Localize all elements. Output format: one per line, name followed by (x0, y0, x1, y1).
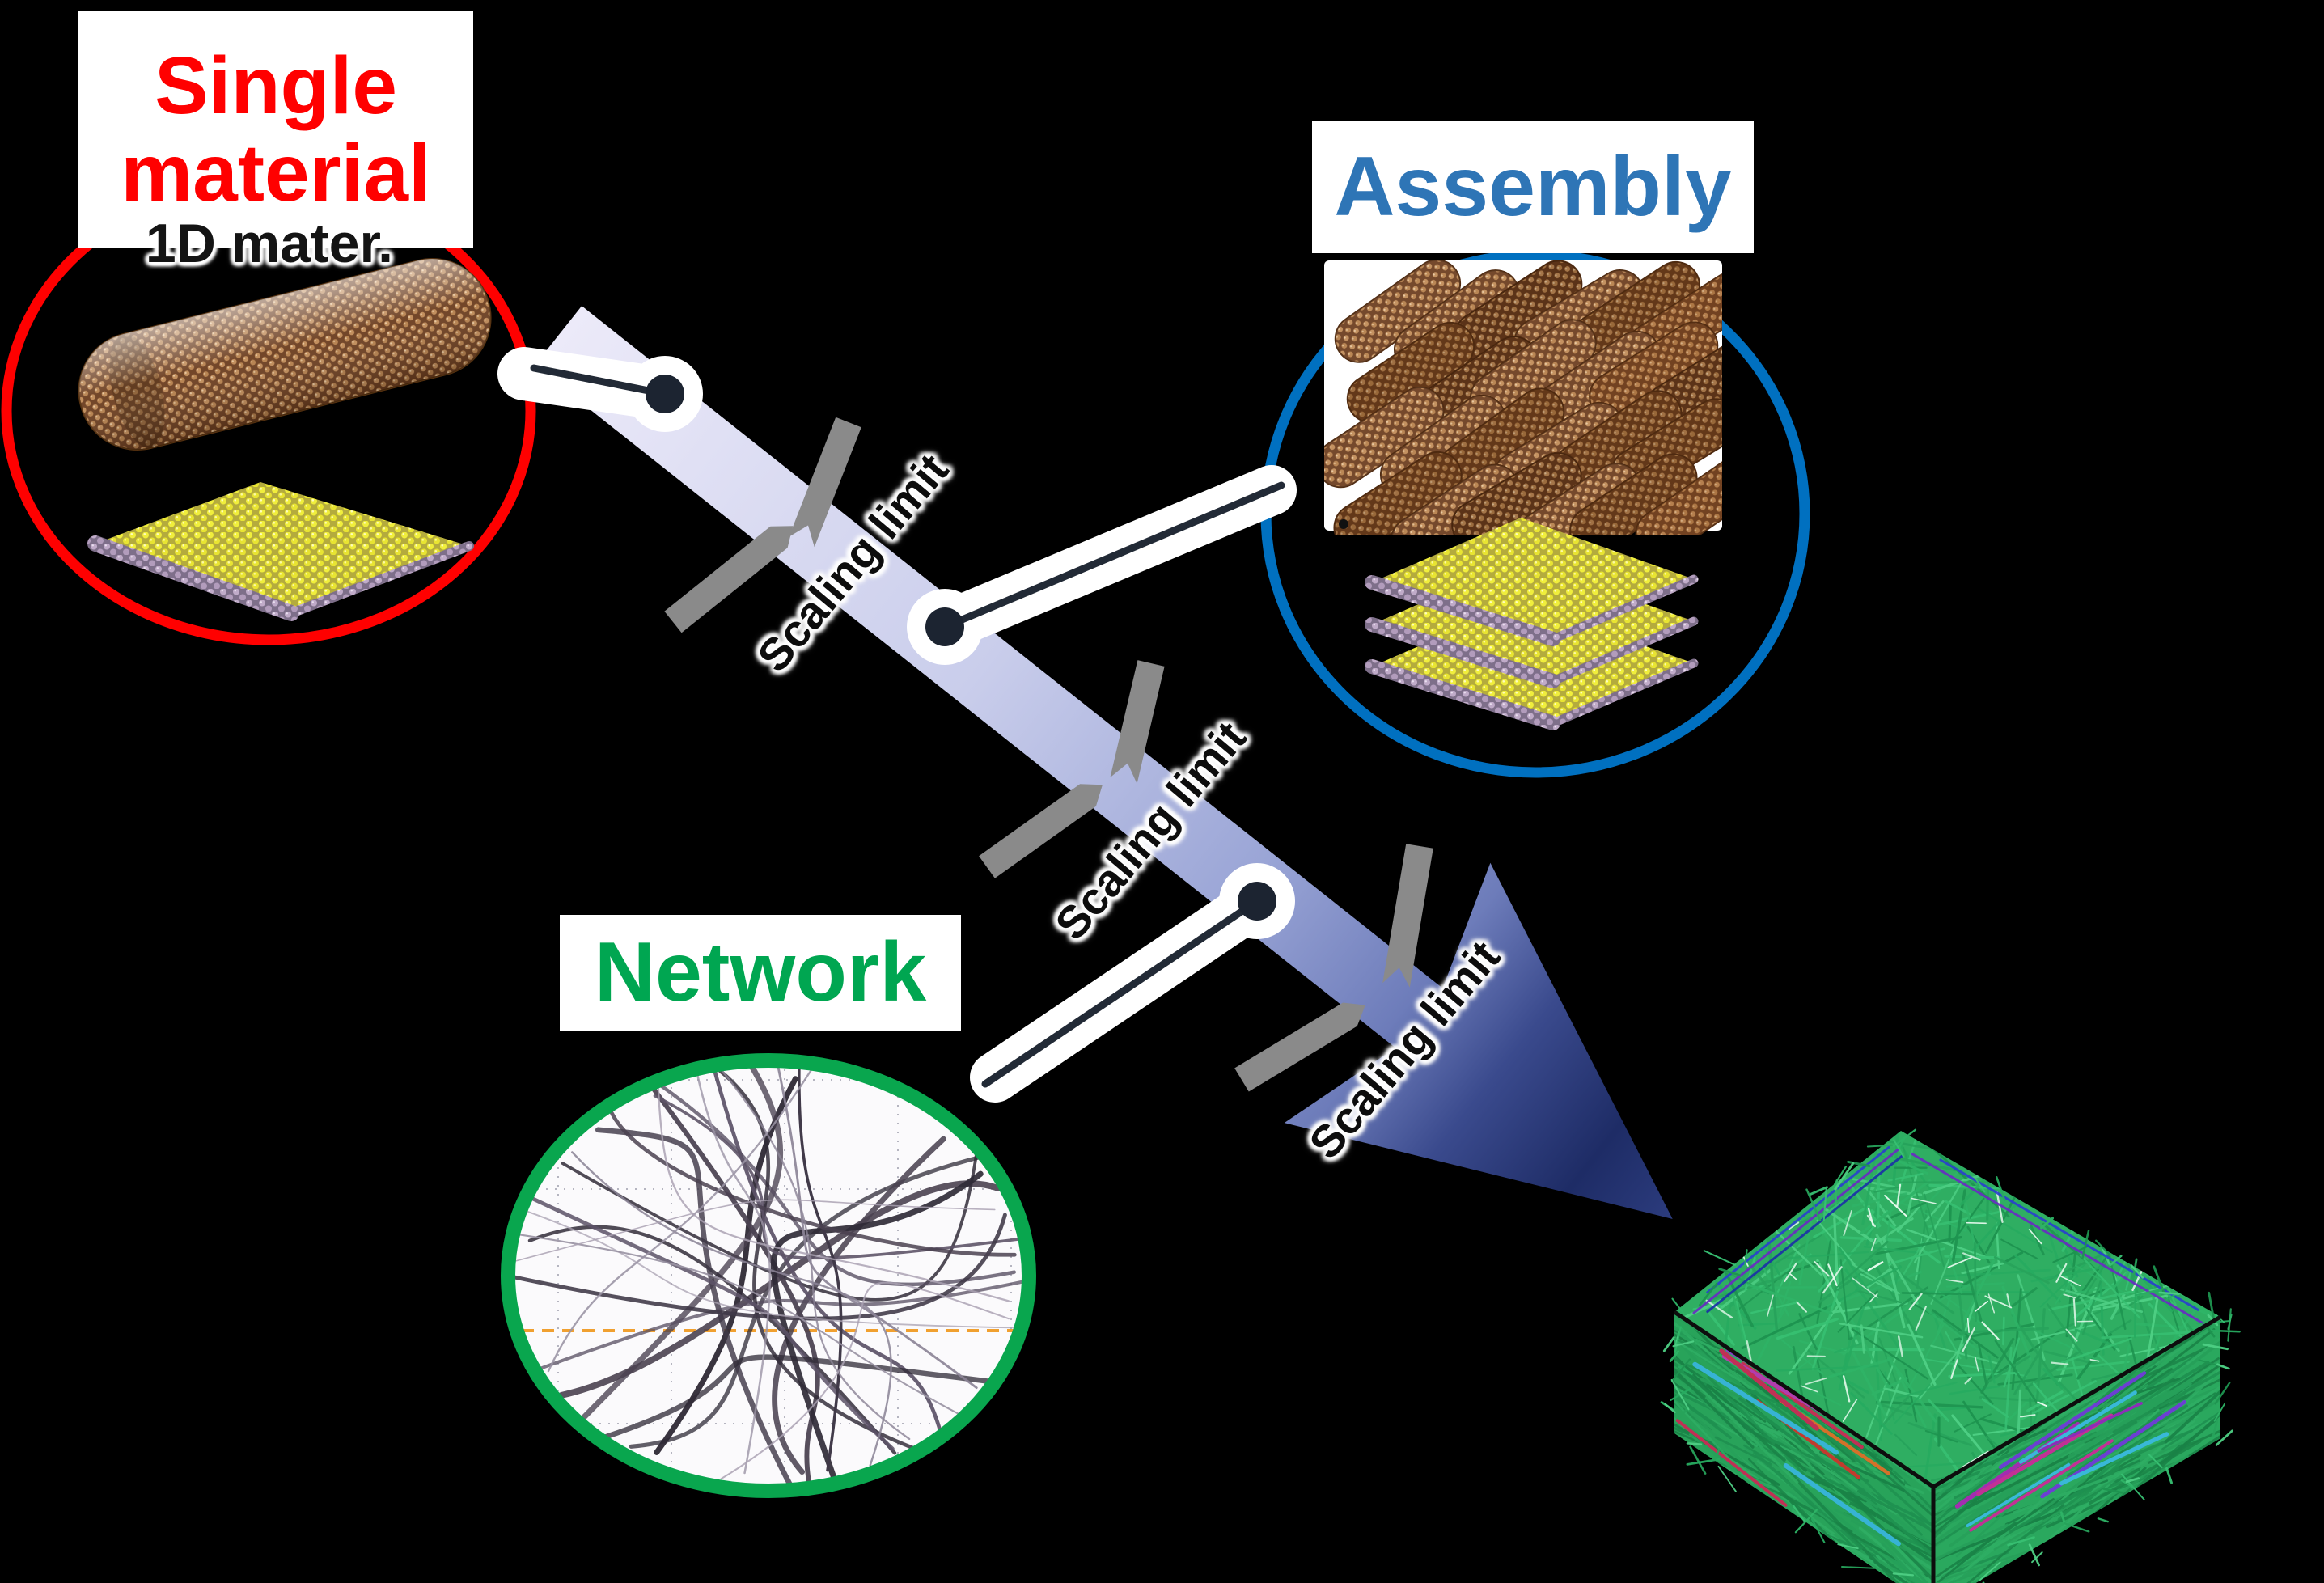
speck-artifact (1339, 519, 1348, 529)
connector-dot-2 (925, 607, 964, 646)
fiber-box (1660, 1128, 2241, 1583)
connector-3 (970, 863, 1295, 1103)
single-material-title-line2: material (121, 128, 431, 218)
network-group (501, 1053, 1036, 1498)
single-material-label-box: Single material (78, 11, 473, 248)
nanotube-bundle (1324, 260, 1722, 535)
stacked-sheets (1365, 518, 1699, 730)
single-material-group (1, 176, 536, 645)
network-label-box: Network (560, 915, 961, 1031)
connector-dot-1 (646, 375, 684, 413)
cnt-rod (78, 258, 492, 451)
network-title: Network (594, 925, 927, 1020)
connector-dot-3 (1238, 882, 1276, 921)
network-circle (501, 1053, 1036, 1498)
connector-1 (497, 347, 703, 432)
assembly-title: Assembly (1334, 140, 1732, 235)
network-grid (508, 1060, 1029, 1491)
connectors (497, 347, 1297, 1103)
sheet-2d (87, 482, 474, 621)
scaling-breaks (664, 417, 1433, 1092)
single-material-title-line1: Single (154, 40, 398, 131)
assembly-label-box: Assembly (1312, 121, 1754, 253)
connector-2 (907, 465, 1297, 665)
sublabel-1d-mater: 1D mater. (145, 213, 394, 274)
assembly-group (1260, 249, 1810, 778)
fiber-box-edges (1673, 1310, 2222, 1583)
